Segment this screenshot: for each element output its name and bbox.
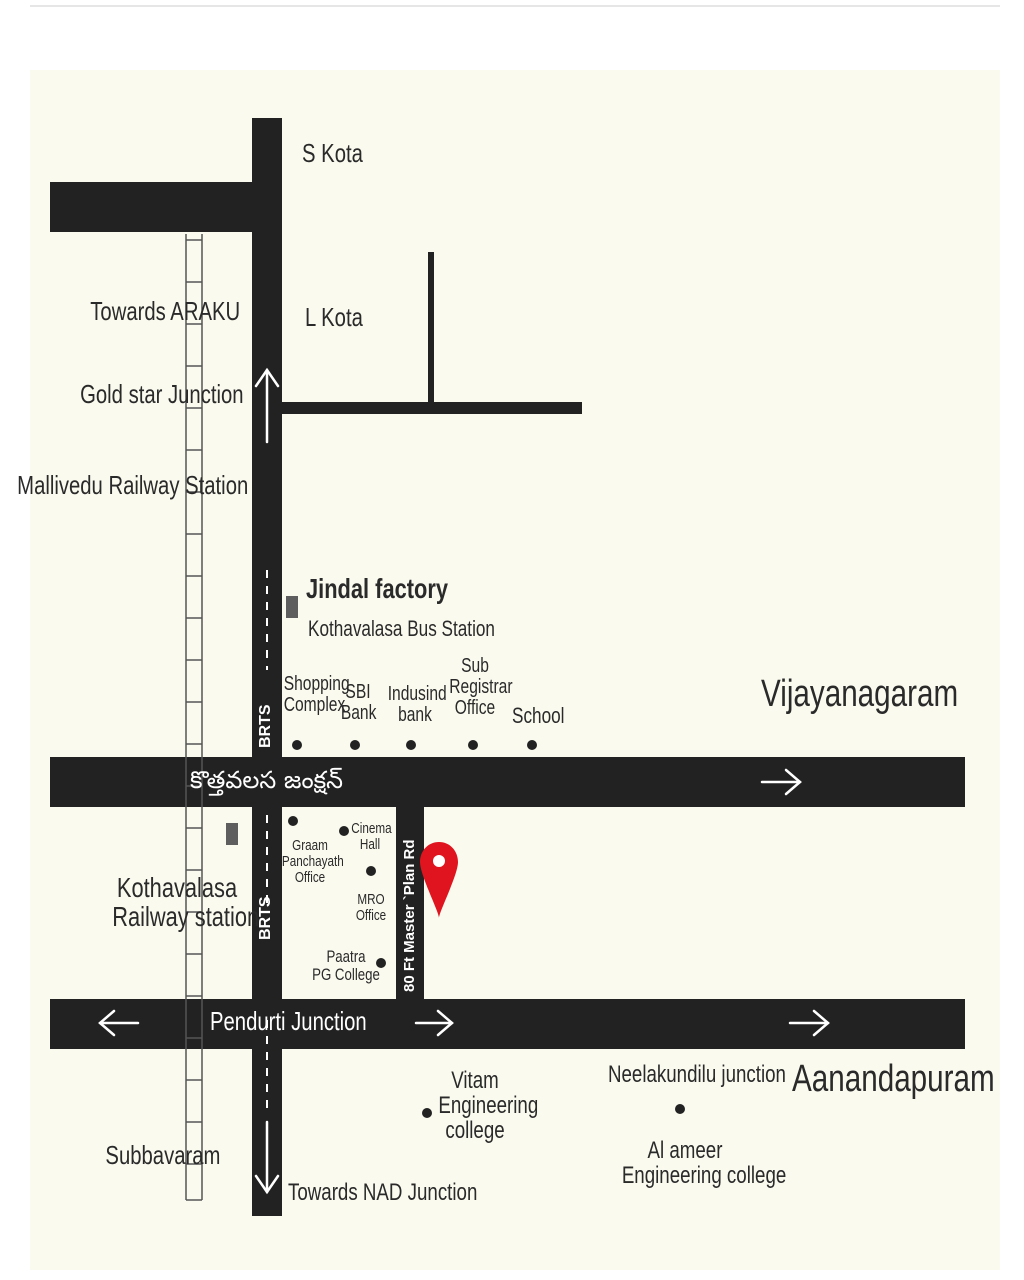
- label-vijayanagaram: Vijayanagaram: [761, 673, 959, 715]
- arrow-up-icon: [254, 367, 280, 444]
- label-towards-araku: Towards ARAKU: [90, 296, 240, 326]
- shopping-complex-dot: [292, 740, 302, 750]
- railway-track: [185, 234, 203, 1200]
- label-brts-lower: BRTS: [257, 896, 274, 940]
- railway-station-marker: [226, 823, 238, 845]
- label-sbi-bank: SBI Bank: [340, 681, 377, 724]
- railway-ties: [186, 239, 202, 1165]
- label-vitam-college: Vitam Engineering college: [438, 1067, 539, 1145]
- location-map: S Kota L Kota Towards ARAKU Gold star Ju…: [17, 70, 1000, 1270]
- label-brts-upper: BRTS: [257, 704, 274, 748]
- road-l-kota-vertical: [428, 252, 434, 408]
- label-paatra-college: Paatra PG College: [312, 947, 380, 984]
- jindal-factory-marker: [286, 596, 298, 618]
- sbi-bank-dot: [350, 740, 360, 750]
- mro-office-dot: [366, 866, 376, 876]
- label-al-ameer-college: Al ameer Engineering college: [621, 1137, 787, 1190]
- label-indusind-bank: Indusind bank: [387, 683, 447, 726]
- label-subbavaram: Subbavaram: [105, 1140, 220, 1170]
- label-school: School: [512, 703, 565, 728]
- neelakundilu-dot: [675, 1104, 685, 1114]
- map-overlay: [98, 234, 830, 1201]
- label-sub-registrar: Sub Registrar Office: [449, 655, 513, 719]
- arrow-right-icon: [414, 1009, 454, 1037]
- label-neelakundilu-junction: Neelakundilu junction: [608, 1061, 786, 1088]
- road-l-kota-horizontal: [282, 402, 582, 414]
- road-top-left: [50, 182, 280, 232]
- label-l-kota: L Kota: [305, 302, 363, 332]
- label-graam-panchayath: Graam Panchayath Office: [281, 837, 344, 886]
- arrow-right-icon: [760, 768, 802, 796]
- label-kothavalasa-railway: Kothavalasa Railway station: [112, 872, 260, 933]
- arrow-down-icon: [254, 1120, 280, 1195]
- sub-registrar-dot: [468, 740, 478, 750]
- road-master-plan: [396, 797, 424, 1002]
- indusind-bank-dot: [406, 740, 416, 750]
- label-mro-office: MRO Office: [355, 891, 387, 924]
- top-divider: [30, 5, 1000, 7]
- cinema-hall-dot: [339, 826, 349, 836]
- label-towards-nad-junction: Towards NAD Junction: [288, 1179, 478, 1206]
- label-pendurti-junction: Pendurti Junction: [210, 1006, 367, 1036]
- label-gold-star-junction: Gold star Junction: [80, 379, 244, 409]
- label-mallivedu-railway: Mallivedu Railway Station: [16, 470, 248, 500]
- label-jindal-factory: Jindal factory: [306, 573, 449, 604]
- paatra-college-dot: [376, 958, 386, 968]
- vitam-college-dot: [422, 1108, 432, 1118]
- label-aanandapuram: Aanandapuram: [792, 1058, 995, 1100]
- graam-panchayath-dot: [288, 816, 298, 826]
- arrow-left-icon: [98, 1009, 140, 1037]
- label-shopping-complex: Shopping Complex: [283, 673, 350, 716]
- school-dot: [527, 740, 537, 750]
- label-kothavalasa-telugu: కొత్తవలస జంక్షన్: [190, 766, 343, 794]
- label-bus-station: Kothavalasa Bus Station: [308, 616, 495, 641]
- arrow-right-icon: [788, 1009, 830, 1037]
- location-pin-icon: [420, 842, 458, 918]
- label-cinema-hall: Cinema Hall: [351, 820, 392, 853]
- label-s-kota: S Kota: [302, 138, 363, 168]
- label-master-plan-road: 80 Ft Master `Plan Rd: [401, 839, 418, 992]
